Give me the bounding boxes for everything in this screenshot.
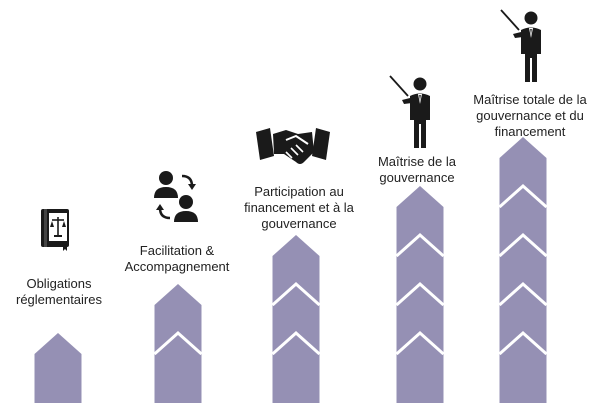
chevron-divider xyxy=(153,330,203,356)
chevron-divider xyxy=(395,330,445,356)
step-label-3: Participation au financement et à la gou… xyxy=(244,184,354,231)
chevron-divider xyxy=(498,281,548,307)
chevron-divider xyxy=(498,330,548,356)
step-label-5: Maîtrise totale de la gouvernance et du … xyxy=(473,92,587,139)
people-exchange-icon xyxy=(152,168,202,231)
chevron-divider xyxy=(395,281,445,307)
chevron-divider xyxy=(395,232,445,258)
step-bar-5 xyxy=(499,137,547,403)
step-bar-4 xyxy=(396,186,444,403)
chevron-divider xyxy=(271,330,321,356)
chevron-divider xyxy=(498,183,548,209)
step-label-4: Maîtrise de la gouvernance xyxy=(377,154,457,185)
handshake-icon xyxy=(256,126,330,173)
step-bar-1 xyxy=(34,333,82,403)
chevron-divider xyxy=(498,232,548,258)
law-book-icon xyxy=(39,207,73,256)
step-bar-2 xyxy=(154,284,202,403)
presenter-icon xyxy=(499,8,549,89)
step-label-1: Obligations réglementaires xyxy=(16,276,102,307)
presenter-icon xyxy=(388,74,438,155)
step-bar-3 xyxy=(272,235,320,403)
chevron-divider xyxy=(271,281,321,307)
step-label-2: Facilitation & Accompagnement xyxy=(124,243,230,274)
